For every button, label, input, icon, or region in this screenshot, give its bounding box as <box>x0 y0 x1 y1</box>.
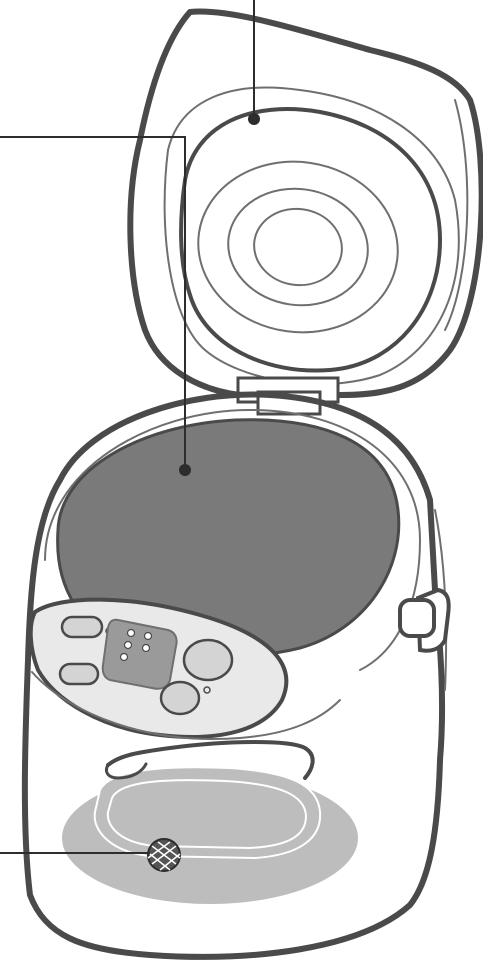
lid-inner-ring-outer <box>187 149 409 345</box>
display-dot-5 <box>121 654 128 661</box>
latch-button <box>400 600 434 636</box>
lid-side-edge <box>445 100 467 330</box>
display-panel <box>103 620 177 689</box>
button-bottom-left <box>60 664 98 684</box>
button-large-right-top <box>184 640 232 680</box>
pot-leader-dot <box>179 464 191 476</box>
bottom-sensor <box>148 839 180 871</box>
lid-rim <box>165 88 459 385</box>
side-latch <box>400 590 449 651</box>
pot-leader-line <box>0 137 185 470</box>
lid-inner-ring-center <box>249 203 347 291</box>
button-large-right-bottom <box>161 682 199 714</box>
display-dot-3 <box>125 642 132 649</box>
lid-inner-ring-mid <box>221 180 376 314</box>
lid-leader-dot <box>248 113 260 125</box>
base-area <box>62 742 358 904</box>
display-dot-4 <box>143 645 150 652</box>
display-dot-2 <box>145 633 152 640</box>
display-dot-1 <box>128 630 135 637</box>
lid <box>130 12 481 395</box>
button-top-left <box>62 617 102 637</box>
